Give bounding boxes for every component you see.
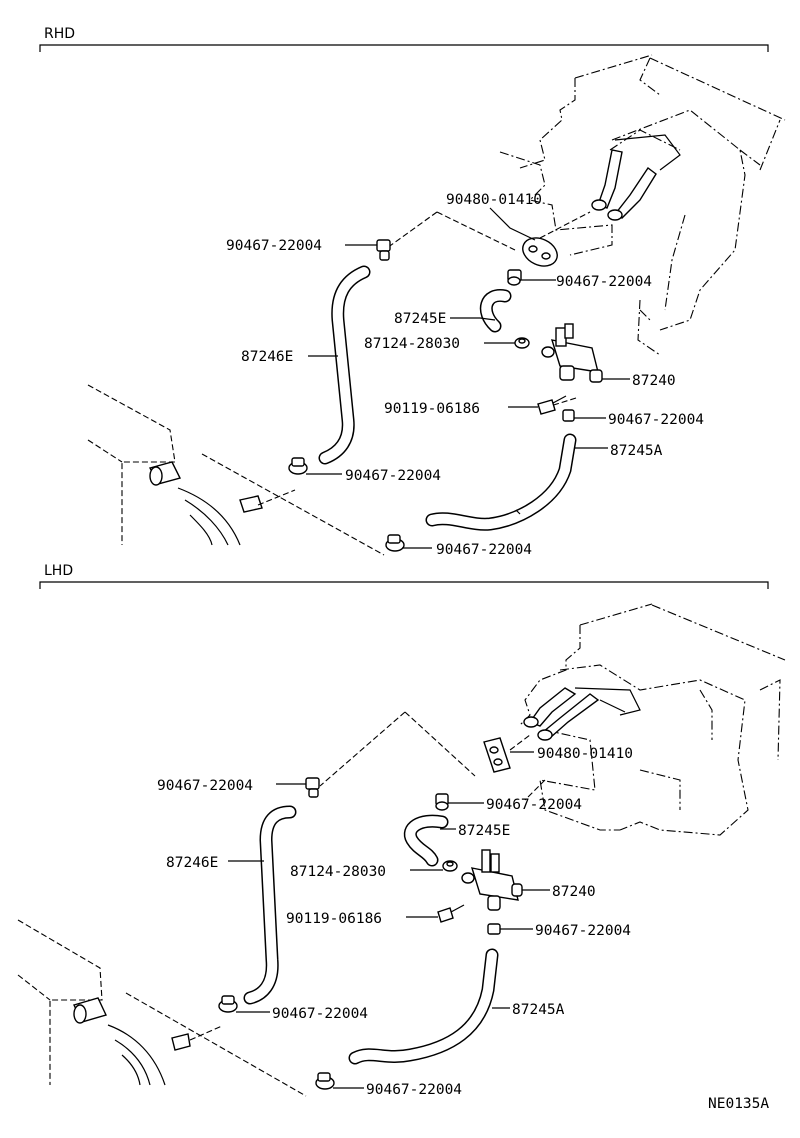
figure-code: NE0135A [708, 1096, 769, 1112]
lhd-label-l8: 90119-06186 [286, 911, 382, 927]
lhd-leader-lines [228, 751, 550, 1089]
rhd-water-valve [541, 323, 603, 383]
rhd-hose-87245a [425, 433, 577, 531]
rhd-grommet [522, 237, 558, 267]
lhd-label-l2: 90467-22004 [157, 778, 253, 794]
rhd-section-bracket [39, 44, 769, 52]
lhd-label-l9: 90467-22004 [535, 923, 631, 939]
lhd-label-l5: 87246E [166, 855, 218, 871]
rhd-hose-87246e [318, 265, 371, 465]
rhd-heater-unit [499, 54, 786, 356]
rhd-section: RHD [39, 26, 786, 558]
rhd-clamp-d [385, 534, 405, 552]
lhd-clip [442, 860, 458, 872]
lhd-water-valve [461, 849, 523, 911]
lhd-clamp-a [305, 777, 320, 798]
lhd-section-bracket [39, 581, 769, 589]
rhd-section-title: RHD [44, 26, 75, 42]
rhd-conn-top [379, 211, 591, 254]
rhd-label-r7: 87240 [632, 373, 676, 389]
rhd-label-r8: 90119-06186 [384, 401, 480, 417]
lhd-label-l6: 87124-28030 [290, 864, 386, 880]
rhd-engine-outline [87, 384, 263, 546]
lhd-bolt [437, 904, 465, 923]
rhd-label-r12: 90467-22004 [436, 542, 532, 558]
lhd-grommet [483, 737, 511, 773]
lhd-label-l10: 87245A [512, 1002, 565, 1018]
rhd-hose-87245e [479, 289, 512, 333]
rhd-clip [514, 337, 530, 349]
lhd-clamp-e [487, 923, 501, 935]
lhd-conn-top [319, 711, 531, 787]
lhd-clamp-c [218, 995, 238, 1013]
rhd-label-r10: 87245A [610, 443, 663, 459]
rhd-clamp-a [376, 239, 391, 261]
rhd-label-r1: 90480-01410 [446, 192, 542, 208]
rhd-label-r2: 90467-22004 [226, 238, 322, 254]
lhd-hose-87245e [403, 814, 449, 867]
lhd-label-l12: 90467-22004 [366, 1082, 462, 1098]
rhd-label-r3: 90467-22004 [556, 274, 652, 290]
rhd-label-r5: 87124-28030 [364, 336, 460, 352]
rhd-clamp-b [507, 269, 522, 286]
rhd-clamp-e [562, 409, 575, 422]
lhd-clamp-b [435, 793, 449, 811]
lhd-clamp-d [315, 1072, 335, 1090]
rhd-label-r11: 90467-22004 [345, 468, 441, 484]
rhd-label-r9: 90467-22004 [608, 412, 704, 428]
lhd-engine-outline [17, 919, 191, 1086]
lhd-hose-87245a [348, 948, 499, 1065]
rhd-label-r4: 87245E [394, 311, 446, 327]
lhd-heater-unit [519, 603, 786, 836]
rhd-bolt [537, 395, 567, 415]
lhd-label-l1: 90480-01410 [537, 746, 633, 762]
lhd-label-l4: 87245E [458, 823, 510, 839]
lhd-hose-87246e [243, 805, 297, 1005]
rhd-label-r6: 87246E [241, 349, 293, 365]
lhd-label-l11: 90467-22004 [272, 1006, 368, 1022]
rhd-leader-lines [306, 207, 630, 549]
lhd-label-l7: 87240 [552, 884, 596, 900]
lhd-section: LHD [17, 563, 786, 1098]
rhd-clamp-c [288, 457, 308, 475]
lhd-label-l3: 90467-22004 [486, 797, 582, 813]
lhd-section-title: LHD [44, 563, 73, 579]
lhd-conn-bottom [125, 779, 546, 1097]
